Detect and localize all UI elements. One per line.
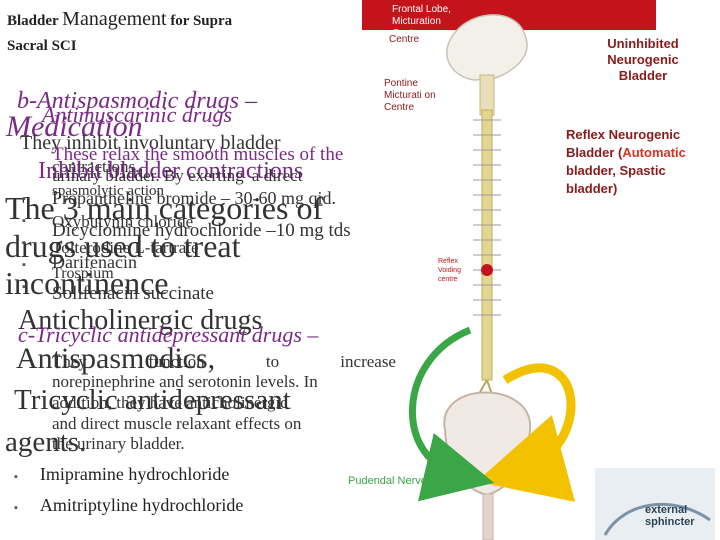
c-drug-1: Imipramine hydrochloride	[39, 464, 230, 484]
drug-7: Solifenacin succinate	[52, 283, 214, 304]
c-text-2: norepinephrine and serotonin levels. In	[52, 372, 318, 391]
bullet-2: ▪	[22, 215, 26, 227]
uninhibited-label: Uninhibited Neurogenic Bladder	[588, 36, 698, 84]
frontal-lobe-text: Frontal Lobe, Micturation Centre	[392, 4, 451, 39]
spinal-diagram	[409, 14, 715, 540]
b-text-5: urinary bladder. By exerting a direct	[52, 166, 302, 186]
c-bullet-2: ▪	[14, 502, 18, 514]
reflex-text-b: bladder, Spastic bladder)	[566, 163, 666, 196]
b-text-1: They inhibit involuntary bladder	[20, 132, 281, 154]
drug-3: Dicyclomine hydrochloride –10 mg tds	[52, 220, 351, 241]
reflex-text-auto: Automatic	[622, 145, 686, 160]
c-text-1d: increase	[340, 352, 396, 371]
medication-ghost: Medication	[6, 110, 143, 143]
b-text-3: contractions.	[52, 157, 140, 176]
drug-4: Tolterodine L-tartrate	[52, 238, 199, 257]
uninhibited-text: Uninhibited Neurogenic Bladder	[607, 36, 679, 83]
bullet-1: ▪	[22, 193, 26, 205]
drug-6: Trospium	[52, 265, 114, 282]
urethra	[482, 493, 494, 540]
c-drug-2-row: ▪ Amitriptyline hydrochloride	[14, 491, 243, 522]
c-text-1: They function to increase	[52, 352, 396, 372]
sacral-center-dot	[481, 264, 493, 276]
big-ghost-7: agents.	[5, 426, 87, 458]
big-ghost-2: drugs used to treat	[5, 228, 241, 264]
b-text-6: spasmolytic action	[52, 183, 165, 199]
drug-1: Propantheline bromide – 30-60 mg qid.	[52, 188, 336, 208]
big-ghost-1: The 3 main categories of	[5, 190, 324, 226]
c-drug-list: ▪ Imipramine hydrochloride ▪ Amitriptyline…	[14, 460, 243, 522]
bullet-5: ▪	[22, 281, 26, 293]
bullet-4: ▪	[22, 259, 26, 271]
sacral-label: Reflex Voiding centre	[438, 257, 478, 284]
sacral-text: Reflex Voiding centre	[438, 258, 461, 283]
big-ghost-4: Anticholinergic drugs	[18, 305, 263, 336]
title-part-3: for Supra	[166, 13, 233, 29]
bullet-3: ▪	[22, 237, 26, 249]
c-text-1c: to	[265, 352, 280, 371]
c-text-4: and direct muscle relaxant effects on	[52, 414, 302, 433]
brain-outline	[446, 14, 528, 81]
external-text-a: external	[645, 504, 688, 516]
c-drug-1-row: ▪ Imipramine hydrochloride	[14, 460, 243, 491]
bladder	[443, 391, 532, 497]
external-sphincter-shape	[603, 502, 711, 536]
reflex-label: Reflex Neurogenic Bladder (Automatic bla…	[566, 126, 720, 198]
vertebrae	[473, 119, 501, 316]
title-part-2: Management	[62, 8, 167, 30]
antimus-ghost-title: Antimuscarinic drugs	[42, 102, 233, 127]
slide-title: Bladder Management for Supra	[7, 8, 232, 31]
drug-5: Darifenacin	[52, 252, 137, 272]
green-arrow	[409, 326, 495, 502]
c-text-3: addition, they have anticholinergic	[52, 393, 288, 412]
frontal-lobe-label: Frontal Lobe, Micturation Centre	[392, 4, 472, 40]
b-text-5b: a direct	[251, 166, 303, 185]
drug-2: Oxybutynin chloride	[52, 212, 194, 231]
brainstem	[479, 74, 495, 116]
title-part-1: Bladder	[7, 13, 63, 29]
bullet-list-b: ▪ ▪ ▪ ▪ ▪	[22, 188, 26, 298]
c-text-1b: function	[148, 352, 205, 371]
b-text-5a: urinary bladder. By exerting	[52, 166, 244, 185]
slide-title-line-2: Sacral SCI	[7, 38, 77, 54]
yellow-arrow	[476, 363, 576, 502]
big-ghost-3: incontinence	[5, 265, 169, 301]
c-bullet-1: ▪	[14, 471, 18, 483]
pontine-label: Pontine Micturati on Centre	[384, 78, 444, 114]
frontal-lobe-label-repeat: Centre	[389, 34, 420, 45]
c-text-1a: They	[52, 352, 87, 371]
section-b-heading: b-Antispasmodic drugs –	[17, 88, 257, 114]
c-text-5: the urinary bladder.	[52, 434, 185, 453]
c-drug-2: Amitriptyline hydrochloride	[39, 495, 244, 515]
section-c-heading: c-Tricyclic antidepressant drugs –	[18, 322, 319, 347]
big-ghost-6: Tricyclic antidepressant	[14, 384, 291, 416]
big-ghost-5: Antispasmodics,	[16, 342, 216, 375]
pontine-text: Pontine Micturati on Centre	[384, 78, 436, 113]
b-text-2-ghost: These relax the smooth muscles of the	[52, 144, 344, 165]
pudendal-label: Pudendal Nerve	[348, 475, 427, 487]
external-label: external sphincter	[645, 504, 695, 528]
b-text-4-ghost: Inhibit bladder contractions	[38, 158, 304, 184]
external-text-b: sphincter	[645, 516, 695, 528]
reflex-text-a: Reflex Neurogenic Bladder (	[566, 127, 681, 160]
